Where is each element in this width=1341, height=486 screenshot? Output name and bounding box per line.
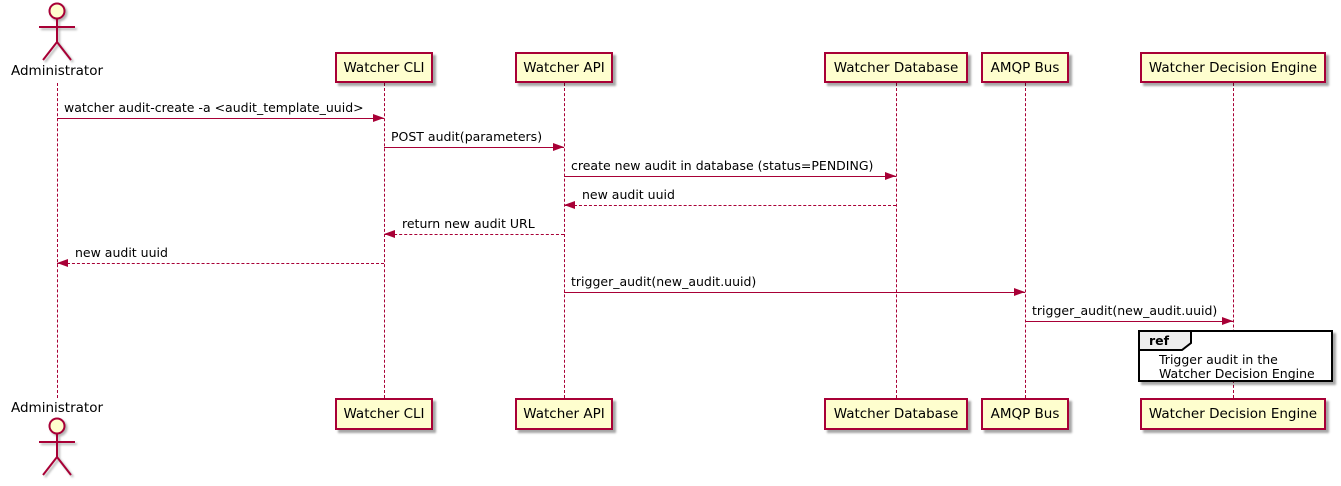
actor-icon: [39, 417, 75, 476]
participant-watcher-cli-bottom: Watcher CLI: [335, 398, 433, 430]
ref-text-line: Watcher Decision Engine: [1159, 366, 1315, 381]
arrowhead-icon: [564, 201, 575, 209]
message-2-line: [384, 147, 564, 148]
message-4-line: [564, 205, 896, 206]
message-8-label: trigger_audit(new_audit.uuid): [1032, 303, 1218, 318]
ref-keyword: ref: [1149, 333, 1170, 348]
message-6-line: [57, 263, 384, 264]
lifeline-watcher-api: [563, 83, 565, 398]
participant-watcher-api-top: Watcher API: [515, 52, 613, 83]
message-3-line: [564, 176, 896, 177]
participant-amqp-bus-bottom: AMQP Bus: [981, 398, 1069, 430]
arrowhead-icon: [1222, 317, 1233, 325]
actor-icon: [39, 2, 75, 61]
actor-administrator-bottom: [33, 417, 81, 479]
message-7-label: trigger_audit(new_audit.uuid): [571, 274, 757, 289]
message-1-label: watcher audit-create -a <audit_template_…: [64, 100, 364, 115]
arrowhead-icon: [57, 259, 68, 267]
participant-amqp-bus-top: AMQP Bus: [981, 52, 1069, 83]
participant-label-administrator-top: Administrator: [10, 63, 104, 79]
participant-watcher-cli-top: Watcher CLI: [335, 52, 433, 83]
arrowhead-icon: [885, 172, 896, 180]
message-6-label: new audit uuid: [75, 245, 168, 260]
participant-watcher-database-bottom: Watcher Database: [824, 398, 968, 430]
message-8-line: [1025, 321, 1233, 322]
message-4-label: new audit uuid: [582, 187, 675, 202]
message-7-line: [564, 292, 1025, 293]
message-2-label: POST audit(parameters): [391, 129, 543, 144]
participant-watcher-database-top: Watcher Database: [824, 52, 968, 83]
message-1-line: [57, 118, 384, 119]
message-3-label: create new audit in database (status=PEN…: [571, 158, 874, 173]
actor-administrator-top: [33, 2, 81, 64]
arrowhead-icon: [373, 114, 384, 122]
lifeline-amqp-bus: [1024, 83, 1026, 398]
ref-text-line: Trigger audit in the: [1159, 352, 1278, 367]
arrowhead-icon: [1014, 288, 1025, 296]
participant-label-administrator-bottom: Administrator: [10, 400, 104, 416]
participant-watcher-api-bottom: Watcher API: [515, 398, 613, 430]
message-5-line: [384, 234, 564, 235]
arrowhead-icon: [384, 230, 395, 238]
lifeline-watcher-cli: [383, 83, 385, 398]
message-5-label: return new audit URL: [402, 216, 535, 231]
participant-watcher-decision-engine-bottom: Watcher Decision Engine: [1140, 398, 1326, 430]
participant-watcher-decision-engine-top: Watcher Decision Engine: [1140, 52, 1326, 83]
lifeline-watcher-decision-engine: [1232, 83, 1234, 398]
lifeline-watcher-database: [895, 83, 897, 398]
arrowhead-icon: [553, 143, 564, 151]
ref-tab: [1138, 330, 1200, 355]
lifeline-administrator: [56, 83, 58, 398]
